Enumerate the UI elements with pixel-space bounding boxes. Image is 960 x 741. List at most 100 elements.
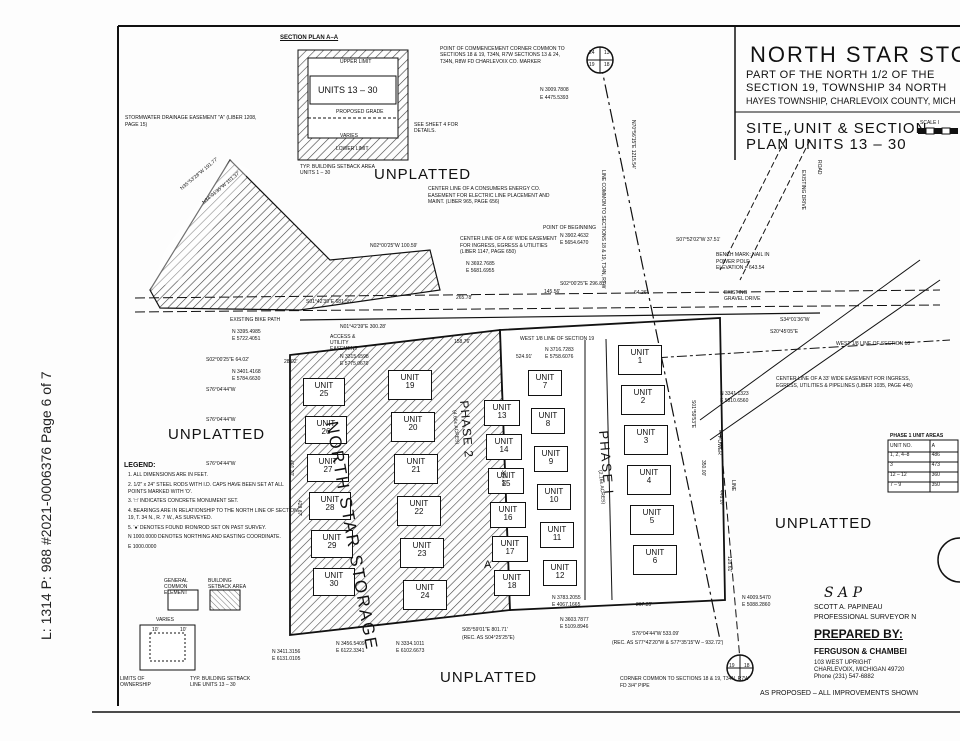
unit-label-part: UNIT [502,573,522,582]
unit-label-part: 19 [405,381,415,391]
section-varies: VARIES [340,133,358,139]
phase-table-cell: 350 [931,482,940,488]
coord-6n: N 3783.2055 [552,595,581,601]
coord-10e: E 6131.0105 [272,656,301,662]
unit-label-part: UNIT [415,583,435,592]
line-label: LINE [730,480,736,492]
unit-label-part: UNIT [639,468,659,477]
plan-title-2: PLAN UNITS 13 – 30 [746,136,907,153]
legend-general: GENERAL COMMON ELEMENT [164,578,188,596]
marker-top-a: 24 [589,50,595,56]
unit-label-part: UNIT [324,571,344,580]
surveyor-signature: S A P [824,585,863,601]
unit-label-part: 25 [319,389,329,399]
unit-label-part: UNIT [496,471,516,480]
beginning-n: N 3902.4632 [560,233,589,239]
legend-item: 2. 1/2" x 24" STEEL RODS WITH I.D. CAPS … [128,481,284,495]
bearing-13: (REC. AS S77°42'20"W & S77°35'15"W – 932… [612,640,724,646]
unit-label-part: 28 [325,503,335,513]
coord-3e: E 5784.6630 [232,376,261,382]
west-line-18: WEST 1/8 LINE OF SECTION 18 [836,341,911,347]
legend-title: LEGEND: [124,462,156,469]
wide66-note: CENTER LINE OF A 66' WIDE EASEMENT FOR I… [460,236,557,255]
phase-table-cell: 360 [931,472,940,478]
dim-14: 10' [152,627,159,633]
unit-label-part: UNIT [633,388,653,397]
unit-label-part: UNIT [645,548,665,557]
unit-label-part: 17 [505,547,515,557]
unit-label-part: 29 [327,541,337,551]
prepared-phone: Phone (231) 547-6882 [814,674,875,680]
bike-path-label: EXISTING BIKE PATH [230,317,281,323]
unit-label-part: 24 [420,591,430,601]
section-units: UNITS 13 – 30 [318,85,378,95]
coord-2e: E 5775.0670 [340,361,369,367]
section-upper-limit: UPPER LIMIT [340,59,372,65]
legend-item: 5. '●' DENOTES FOUND IRON/ROD SET ON PAS… [128,524,267,531]
unit-label-part: UNIT [322,533,342,542]
coord-8e: E 6122.3341 [336,648,365,654]
commencement-note: POINT OF COMMENCEMENT CORNER COMMON TO S… [440,46,565,65]
phase-table-cell: A [931,443,935,449]
coord-7n: N 3603.7877 [560,617,589,623]
phase-table-row: 12 – 12 360 [888,472,958,482]
coord-9n: N 3334.1011 [396,641,425,647]
unit-label-part: UNIT [538,411,558,420]
unit-label-part: UNIT [400,373,420,382]
bearing-8: S76°04'44"W [206,417,236,423]
section-lower: LOWER LIMIT [336,146,369,152]
unit-label-part: UNIT [494,437,514,446]
unit-label-part: 14 [499,445,509,455]
unit-label-part: UNIT [636,428,656,437]
unit-label-part: 27 [323,465,333,475]
unit-label-part: 23 [417,549,427,559]
unit-label-part: 12 [555,571,565,581]
access-easement-label: ACCESS & UTILITY EASEMENT [330,334,358,352]
commencement-e: E 4475.5393 [540,95,569,101]
bearing-10: S05°59'01"E 801.71' [462,627,508,633]
marker-top-b: 13 [604,50,610,56]
unit-label-part: UNIT [320,495,340,504]
drawing-title: NORTH STAR STO [750,42,960,67]
prepared-addr1: 103 WEST UPRIGHT [814,660,872,666]
dim-7: 524.91' [516,354,533,360]
unit-label-part: 4 [646,476,652,486]
dim-9: 401.20' [288,460,294,477]
unit-label-part: UNIT [316,419,336,428]
legend-item: 3. '□' INDICATES CONCRETE MONUMENT SET. [128,498,239,505]
marker-top-d: 18 [604,62,610,68]
stormwater-note: STORMWATER DRAINAGE EASEMENT "A" (LIBER … [125,115,257,128]
coord-10n: N 3411.3156 [272,649,301,655]
legend-item: 4. BEARINGS ARE IN RELATIONSHIP TO THE N… [128,508,298,521]
phase-table-cell: UNIT NO. [890,443,912,449]
unit-label-part: UNIT [406,457,426,466]
coord-1e: E 5722.4051 [232,336,261,342]
prepared-firm: FERGUSON & CHAMBEI [814,647,907,656]
unit-label-part: UNIT [409,499,429,508]
bearing-9: S76°04'44"W [206,461,236,467]
dim-15: 10' [180,627,187,633]
phase-table-cell: 12 – 12 [890,472,907,478]
surveyor-title: PROFESSIONAL SURVEYOR N [814,614,917,621]
phase-table-cell: 1, 2, 4–8 [890,452,910,458]
dim-4: 350.00' [700,460,706,477]
wide33-note: CENTER LINE OF A 33' WIDE EASEMENT FOR I… [776,376,913,389]
surveyor-name: SCOTT A. PAPINEAU [814,604,883,611]
